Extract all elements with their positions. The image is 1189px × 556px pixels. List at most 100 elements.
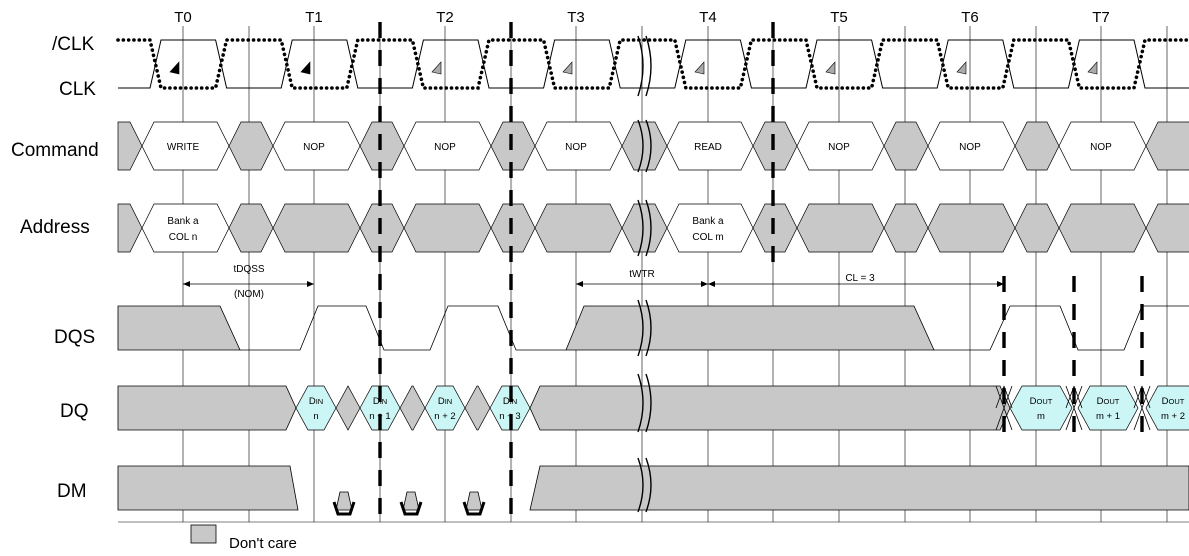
label-address: Address	[20, 217, 90, 238]
dqs-write-burst	[240, 305, 566, 351]
bus-dont-care-cell	[490, 203, 536, 253]
command-bus	[117, 121, 1189, 171]
dq-out-index: m + 1	[1096, 411, 1120, 422]
arrow-head	[183, 281, 190, 287]
timing-annotations	[183, 281, 1004, 287]
dq-in-main: D	[438, 396, 445, 407]
dashed-markers	[378, 22, 1144, 520]
clock-edge-arrow	[300, 61, 311, 75]
bus-valid-cell	[141, 203, 230, 253]
bus-dont-care-cell	[117, 203, 143, 253]
dq-data-in-cell	[424, 385, 466, 431]
dq-out-label: DOUT	[1030, 396, 1053, 407]
dq-dont-care-region	[529, 385, 1011, 431]
command-cell-nop: NOP	[959, 142, 981, 153]
clk-n-waveform	[116, 38, 1189, 90]
dq-in-sub: IN	[445, 397, 453, 406]
clock-edge-arrow	[1087, 61, 1098, 75]
dm-dont-care-cell	[335, 491, 353, 511]
dq-in-label: DIN	[309, 396, 323, 407]
dm-waveform	[117, 465, 1189, 516]
command-cell-nop: NOP	[1090, 142, 1112, 153]
dq-out-sub: OUT	[1104, 397, 1120, 406]
clock-edge-arrow	[956, 61, 967, 75]
address-bus	[117, 203, 1189, 253]
dq-in-index: n	[313, 411, 318, 422]
dq-in-main: D	[373, 396, 380, 407]
dqs-dont-care-region	[117, 305, 241, 351]
dq-in-label: DIN	[438, 396, 452, 407]
time-break	[645, 373, 652, 433]
annotation-labels: tDQSS (NOM) tWTR CL = 3	[233, 264, 875, 300]
bus-dont-care-cell	[359, 203, 405, 253]
time-break-marks	[637, 35, 652, 513]
dqs-dont-care-region	[565, 305, 935, 351]
dq-data-out-cell	[1145, 385, 1189, 431]
clk-waveform	[118, 39, 1189, 89]
dq-out-main: D	[1030, 396, 1037, 407]
annotation-tdqss: tDQSS	[233, 264, 264, 275]
command-cell-nop: NOP	[828, 142, 850, 153]
dq-in-label: DIN	[373, 396, 387, 407]
dq-data-in-cell	[295, 385, 337, 431]
dm-low-pulse	[399, 501, 423, 516]
time-break	[637, 457, 644, 513]
dq-transition-hatch	[1065, 385, 1083, 431]
clock-tick-labels: T0 T1 T2 T3 T4 T5 T6 T7	[174, 9, 1110, 26]
bus-valid-cell	[1058, 203, 1147, 253]
annotation-cl: CL = 3	[845, 273, 875, 284]
tick-label-t6: T6	[961, 9, 979, 26]
time-break	[645, 119, 652, 173]
bus-dont-care-cell	[228, 203, 274, 253]
label-clk-n: /CLK	[52, 34, 95, 55]
command-cell-nop: NOP	[303, 142, 325, 153]
command-labels: WRITE NOP NOP NOP READ NOP NOP NOP	[167, 142, 1112, 153]
time-break	[645, 457, 652, 513]
bus-dont-care-cell	[752, 203, 798, 253]
command-cell-write: WRITE	[167, 142, 200, 153]
dq-dont-care-cell	[464, 385, 491, 431]
dq-in-sub: IN	[316, 397, 324, 406]
arrow-head	[997, 281, 1004, 287]
dq-in-main: D	[503, 396, 510, 407]
dqs-waveform	[117, 305, 1189, 351]
bus-dont-care-cell	[490, 121, 536, 171]
clock-edge-arrow	[694, 61, 705, 75]
dqs-read-burst	[934, 305, 1189, 351]
tick-label-t2: T2	[436, 9, 454, 26]
dq-data-out-cell	[1009, 385, 1073, 431]
clock-edge-arrow	[169, 61, 180, 75]
address-read-col: COL m	[692, 232, 723, 243]
dq-in-main: D	[309, 396, 316, 407]
legend-dont-care-swatch	[190, 524, 217, 544]
bus-valid-cell	[272, 203, 361, 253]
time-break	[637, 373, 644, 433]
time-break	[645, 299, 652, 357]
bus-valid-cell	[796, 203, 885, 253]
dq-data-out-cell	[1077, 385, 1139, 431]
time-break	[637, 35, 644, 97]
bus-dont-care-cell	[752, 121, 798, 171]
bus-dont-care-cell	[1014, 121, 1060, 171]
command-cell-nop: NOP	[434, 142, 456, 153]
dm-dont-care-cell	[465, 491, 483, 511]
command-cell-nop: NOP	[565, 142, 587, 153]
arrow-head	[576, 281, 583, 287]
bus-dont-care-cell	[1014, 203, 1060, 253]
label-dqs: DQS	[54, 327, 95, 348]
bus-valid-cell	[534, 203, 623, 253]
bus-valid-cell	[666, 203, 754, 253]
clock-edge-arrow	[825, 61, 836, 75]
annotation-twtr: tWTR	[629, 269, 655, 280]
bus-dont-care-cell	[621, 121, 668, 171]
address-write-bank: Bank a	[167, 216, 199, 227]
bus-dont-care-cell	[883, 203, 929, 253]
address-labels: Bank a COL n Bank a COL m	[167, 216, 724, 243]
legend: Don't care	[190, 524, 297, 552]
bus-dont-care-cell	[1145, 203, 1189, 253]
bus-dont-care-cell	[228, 121, 274, 171]
clock-edge-arrow	[562, 61, 573, 75]
bus-valid-cell	[403, 203, 492, 253]
tick-label-t4: T4	[699, 9, 717, 26]
